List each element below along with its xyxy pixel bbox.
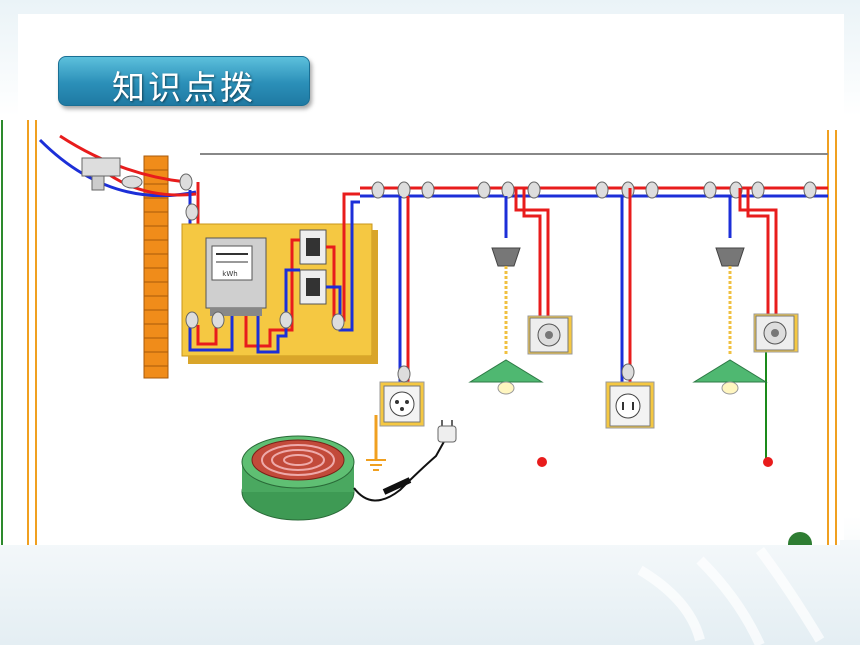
panel-internal-wires bbox=[188, 192, 360, 354]
service-insulator bbox=[81, 157, 193, 191]
stove-plug bbox=[437, 420, 457, 443]
lamp-2-fixture bbox=[692, 247, 768, 395]
utility-pole bbox=[143, 155, 169, 379]
lamp-1-switch bbox=[527, 315, 573, 355]
right-wall bbox=[827, 130, 837, 545]
slide-title: 知识点拨 bbox=[112, 68, 256, 107]
socket-2-drop bbox=[620, 188, 632, 382]
left-wall bbox=[1, 120, 37, 545]
title-badge: 知识点拨 bbox=[58, 56, 310, 107]
electric-stove bbox=[241, 435, 355, 521]
lamp-1-indicator bbox=[537, 457, 547, 467]
meter-label: kWh bbox=[222, 270, 237, 278]
ground-symbol bbox=[366, 459, 386, 471]
lamp-1-drop bbox=[504, 188, 550, 320]
lamp-2-indicator bbox=[763, 457, 773, 467]
fuse-box bbox=[299, 229, 327, 305]
socket-1 bbox=[379, 365, 425, 427]
socket-2 bbox=[605, 363, 655, 429]
socket-1-drop bbox=[374, 196, 410, 460]
bottom-decoration bbox=[0, 540, 860, 645]
main-bus-wires bbox=[360, 186, 828, 198]
lamp-2-drop bbox=[728, 188, 778, 460]
lamp-1-fixture bbox=[468, 247, 544, 395]
household-circuit-diagram: kWh bbox=[0, 120, 840, 545]
lamp-2-switch bbox=[753, 313, 799, 353]
green-ball-decoration bbox=[788, 532, 812, 545]
energy-meter: kWh bbox=[205, 237, 267, 316]
stove-cord bbox=[353, 437, 447, 502]
